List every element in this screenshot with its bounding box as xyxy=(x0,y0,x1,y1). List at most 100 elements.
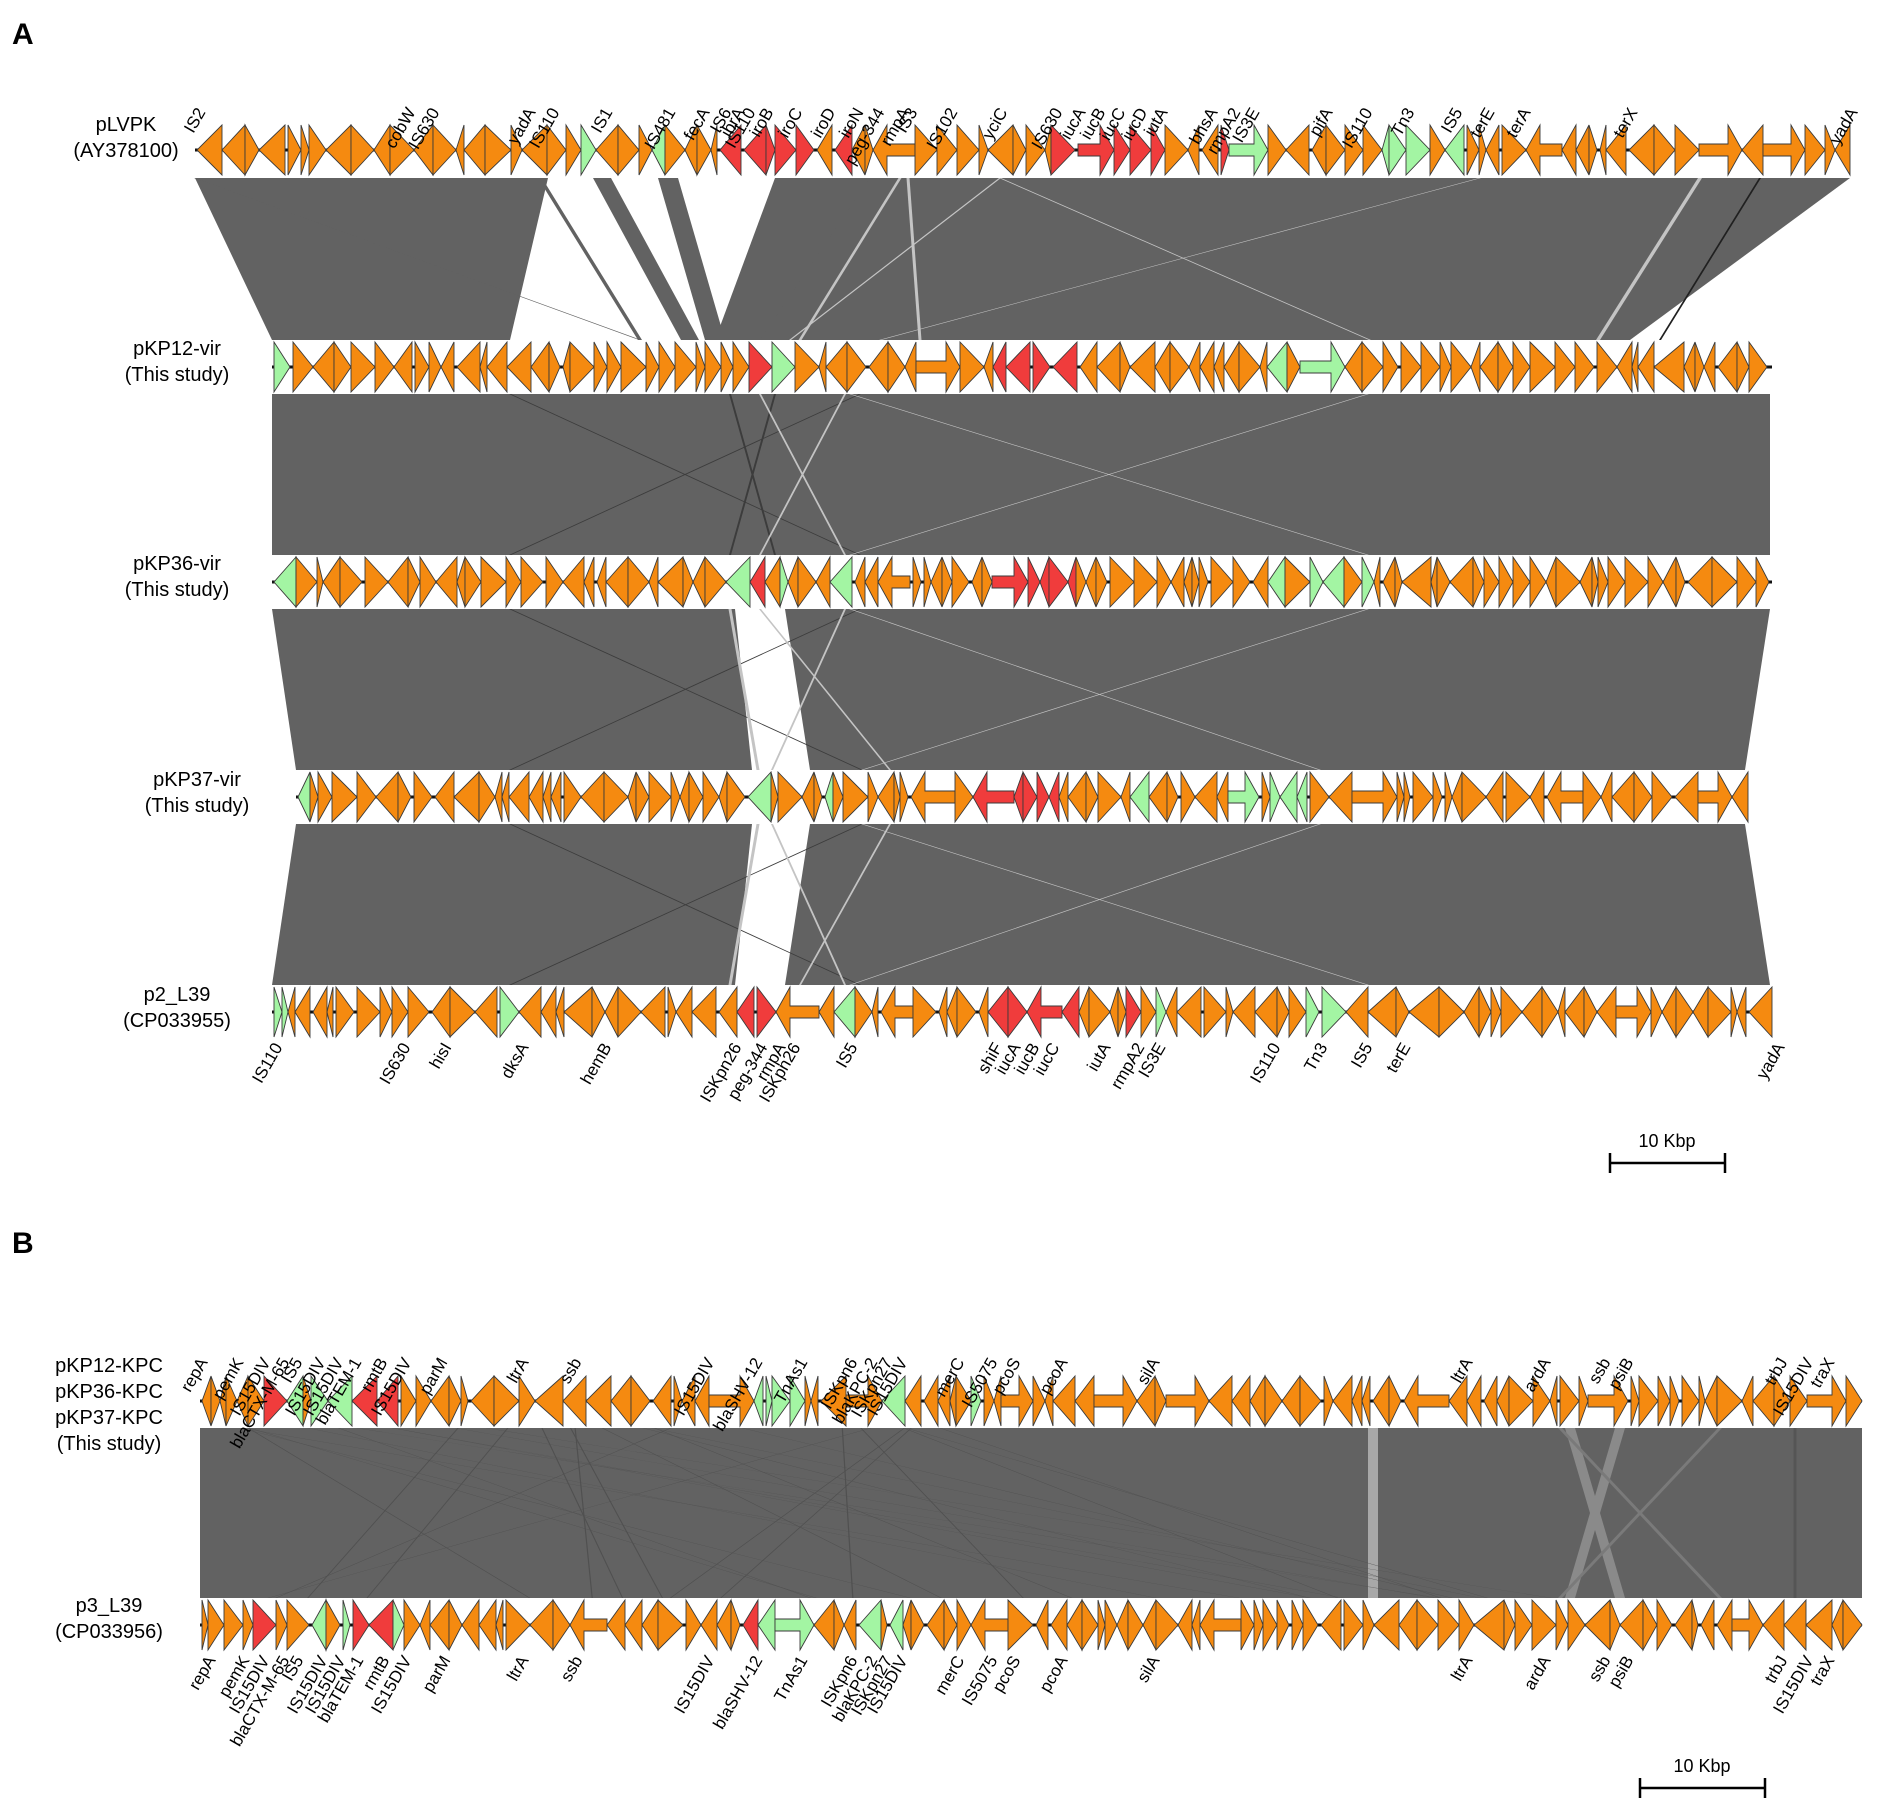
gene-arrow xyxy=(983,1375,995,1427)
gene-arrow xyxy=(1444,123,1465,177)
panel-b-letter: B xyxy=(12,1227,34,1260)
gene-arrow xyxy=(1694,341,1705,393)
gene-arrow xyxy=(287,124,302,176)
gene-arrow xyxy=(339,555,363,609)
gene-arrow xyxy=(1150,123,1166,177)
gene-arrow xyxy=(1309,556,1324,608)
gene-arrow xyxy=(591,986,606,1038)
gene-arrow xyxy=(1201,123,1219,177)
track-p3-l39 xyxy=(200,1598,1863,1652)
gene-arrow xyxy=(1129,123,1152,177)
homology-link xyxy=(939,1428,1442,1598)
gene-arrow xyxy=(645,341,660,393)
gene-label: IS5 xyxy=(832,1040,861,1072)
plasmid-tracks xyxy=(195,123,1863,1652)
panel-a-letter: A xyxy=(12,18,34,51)
gene-arrow xyxy=(1549,1375,1558,1427)
homology-link xyxy=(906,178,922,340)
gene-arrow xyxy=(1361,556,1375,608)
homology-link xyxy=(642,1428,1311,1598)
gene-arrow xyxy=(1483,555,1500,609)
gene-arrow xyxy=(1288,985,1307,1039)
gene-arrow xyxy=(1403,1374,1450,1428)
gene-arrow xyxy=(1681,1374,1700,1428)
scale-label-b: 10 Kbp xyxy=(1673,1756,1730,1776)
gene-arrow xyxy=(1097,1599,1106,1651)
gene-arrow xyxy=(1461,770,1487,824)
homology-link xyxy=(337,1428,812,1598)
gene-arrow xyxy=(1773,1374,1791,1428)
gene-arrow xyxy=(273,340,291,394)
gene-arrow xyxy=(1624,555,1649,609)
gene-arrow xyxy=(943,1599,958,1651)
gene-arrow xyxy=(702,770,720,824)
gene-arrow xyxy=(1466,1374,1482,1428)
gene-arrow xyxy=(1633,770,1653,824)
gene-arrow xyxy=(1285,123,1310,177)
homology-link xyxy=(1558,1428,1722,1598)
gene-arrow xyxy=(816,123,833,177)
gene-arrow xyxy=(708,1374,755,1428)
gene-arrow xyxy=(1609,1599,1621,1651)
gene-arrow xyxy=(959,340,985,394)
gene-arrow xyxy=(794,340,820,394)
homology-link xyxy=(366,1428,509,1598)
homology-link xyxy=(593,178,699,340)
gene-arrow xyxy=(449,985,476,1039)
gene-arrow xyxy=(1156,555,1172,609)
gene-arrow xyxy=(1731,770,1749,824)
gene-arrow xyxy=(691,985,717,1039)
gene-arrow xyxy=(843,1599,857,1651)
gene-label: ssb xyxy=(557,1653,587,1685)
gene-arrow xyxy=(893,771,901,823)
gene-label: psiB xyxy=(1604,1653,1637,1691)
gene-arrow xyxy=(1478,124,1487,176)
gene-arrow xyxy=(1180,770,1196,824)
gene-arrow xyxy=(695,341,706,393)
gene-arrow xyxy=(1351,770,1398,824)
gene-arrow xyxy=(1198,556,1209,608)
gene-arrow xyxy=(448,1599,463,1651)
gene-arrow xyxy=(1081,1598,1099,1652)
gene-arrow xyxy=(419,555,437,609)
gene-arrow xyxy=(1227,770,1260,824)
gene-arrow xyxy=(1026,985,1063,1039)
gene-arrow xyxy=(1736,555,1757,609)
gene-arrow xyxy=(1388,123,1407,177)
gene-arrow xyxy=(1022,770,1038,824)
gene-label: ardA xyxy=(1520,1652,1555,1693)
gene-arrow xyxy=(333,340,352,394)
homology-link xyxy=(879,178,1481,340)
homology-link xyxy=(248,1428,817,1598)
gene-arrow xyxy=(914,123,938,177)
gene-arrow xyxy=(1582,770,1602,824)
gene-arrow xyxy=(548,341,561,393)
gene-arrow xyxy=(1703,341,1716,393)
gene-arrow xyxy=(1514,1598,1533,1652)
gene-arrow xyxy=(775,985,820,1039)
gene-arrow xyxy=(1169,340,1190,394)
gene-arrow xyxy=(1176,985,1202,1039)
gene-arrow xyxy=(1325,123,1346,177)
gene-arrow xyxy=(1395,986,1410,1038)
gene-arrow xyxy=(756,985,777,1039)
homology-link xyxy=(728,609,760,770)
gene-arrow xyxy=(376,1374,399,1428)
gene-arrow xyxy=(1276,986,1290,1038)
gene-label: hemB xyxy=(577,1040,616,1088)
gene-arrow xyxy=(1012,124,1027,176)
gene-arrow xyxy=(910,770,956,824)
gene-arrow xyxy=(970,1598,1009,1652)
plasmid-name-pkp37-vir: pKP37-vir xyxy=(153,769,241,791)
gene-arrow xyxy=(864,124,874,176)
gene-arrow xyxy=(569,340,595,394)
scale-bar-a xyxy=(1608,1153,1727,1173)
gene-arrow xyxy=(1653,123,1676,177)
gene-arrow xyxy=(1309,770,1330,824)
gene-arrow xyxy=(617,123,640,177)
gene-arrow xyxy=(1485,124,1500,176)
homology-link xyxy=(902,1428,1339,1598)
gene-arrow xyxy=(207,1598,225,1652)
gene-arrow xyxy=(1675,985,1694,1039)
gene-arrow xyxy=(397,771,412,823)
